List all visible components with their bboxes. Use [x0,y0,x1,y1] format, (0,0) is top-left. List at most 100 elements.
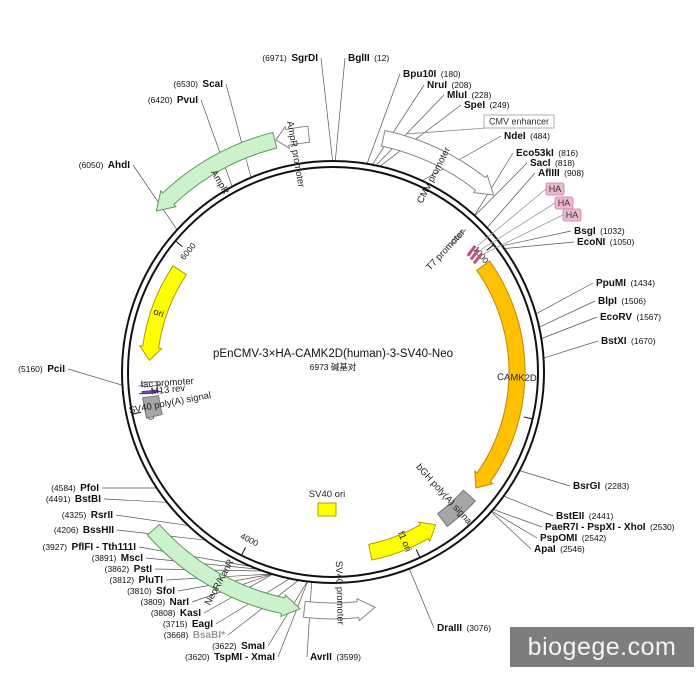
site-position: (818) [555,158,575,168]
site-position: (3927) [43,542,68,552]
site-label-ndei: NdeI (484) [504,126,550,143]
site-label-pspomi: PspOMI (2542) [540,528,606,545]
site-name: MluI [447,90,467,101]
site-name: NruI [427,80,447,91]
feature-label-m13-rev: M13 rev [150,383,186,398]
site-leader [306,581,312,658]
site-label-bsgi: BsgI (1032) [574,221,625,238]
site-leader [491,510,538,539]
feature-cmv-promoter [380,129,495,196]
site-position: (3812) [110,575,135,585]
site-position: (908) [564,168,584,178]
site-leader [539,300,596,328]
site-position: (816) [558,148,578,158]
site-leader [379,104,462,167]
site-name: Bpu10I [403,69,437,80]
site-name: BstEII [556,511,585,522]
site-label-ahdi: (6050) AhdI [79,155,130,172]
site-label-nari: (3809) NarI [141,592,190,609]
site-leader [366,73,401,164]
ha-tag-leader [477,188,547,246]
site-name: SacI [530,158,551,169]
site-leader [103,498,168,503]
ha-tag-label: HA [549,184,562,194]
site-leader [200,99,233,187]
site-name: BstBI [75,494,101,505]
site-leader [225,83,252,178]
feature-lac-promoter [138,380,161,388]
site-name: MscI [121,553,143,564]
ha-tag-box [545,182,565,196]
site-leader [504,241,575,249]
site-name: AhdI [108,160,130,171]
site-leader [543,340,599,359]
site-position: (4206) [54,525,79,535]
site-label-bstxi: BstXI (1670) [601,331,656,348]
site-label-eagi: (3715) EagI [163,614,213,631]
site-label-rsrii: (4325) RsrII [62,505,113,522]
site-leader [132,164,178,231]
feature-bgh-poly-a-signal [436,489,477,528]
feature-sv40-poly-a-signal [142,395,163,419]
site-position: (2530) [650,522,675,532]
site-position: (6050) [79,160,104,170]
site-leader [67,368,123,386]
site-label-nrui: NruI (208) [427,75,471,92]
site-label-eco53ki: Eco53kI (816) [516,143,578,160]
feature-label-t7-promoter: T7 promoter [424,227,467,272]
ha-tag-leader [483,214,564,254]
site-label-scai: (6530) ScaI [173,74,223,91]
ha-tag-label: HA [566,210,579,220]
cmv-enhancer-label: CMV enhancer [489,117,549,127]
site-position: (1567) [637,312,662,322]
site-leader [490,511,532,550]
site-label-avrii: AvrII (3599) [310,647,361,664]
site-position: (3810) [127,586,152,596]
site-name: SmaI [241,641,265,652]
site-leader [372,84,425,165]
backbone-inner-circle [127,166,539,578]
sv40-ori-label: SV40 ori [309,489,345,500]
site-position: (3715) [163,619,188,629]
site-name: ScaI [202,79,223,90]
site-position: (4491) [46,494,71,504]
site-position: (2441) [589,511,614,521]
site-name: BlpI [598,296,617,307]
site-position: (3809) [141,597,166,607]
site-name: SgrDI [291,53,318,64]
feature-m13-rev [139,389,162,395]
site-name: ApaI [534,544,556,555]
feature-f1-ori [368,521,437,561]
tick-mark [486,244,495,251]
plasmid-name: pEnCMV-3×HA-CAMK2D(human)-3-SV40-Neo [213,348,453,360]
site-label-bsabi: (3668) BsaBI* [164,625,225,642]
site-leader [334,57,346,162]
ha-tag-label: HA [558,198,571,208]
site-leader [115,514,189,526]
site-label-blpi: BlpI (1506) [598,291,646,308]
site-label-pvui: (6420) PvuI [148,90,198,107]
feature-ampr [155,131,278,212]
ha-tag-marker [469,248,480,261]
site-label-apai: ApaI (2546) [534,539,585,556]
feature-t7-promoter [450,228,467,246]
site-label-draiii: DraIII (3076) [437,618,491,635]
site-leader [277,581,309,658]
tick-mark [175,240,183,248]
site-name: PpuMI [596,278,626,289]
site-name: SfoI [156,586,175,597]
ha-tag-box [562,208,582,222]
site-name: KasI [180,608,201,619]
site-name: PvuI [177,95,198,106]
ha-tag-leader [480,202,556,250]
site-position: (3862) [105,564,130,574]
site-position: (3808) [151,608,176,618]
site-position: (2546) [560,544,585,554]
site-position: (208) [451,80,471,90]
site-position: (6971) [262,53,287,63]
site-name: PflFI - Tth111I [72,542,137,553]
site-label-spei: SpeI (249) [464,95,510,112]
feature-camk2d [474,260,526,489]
site-position: (1032) [600,226,625,236]
site-leader [408,568,435,629]
